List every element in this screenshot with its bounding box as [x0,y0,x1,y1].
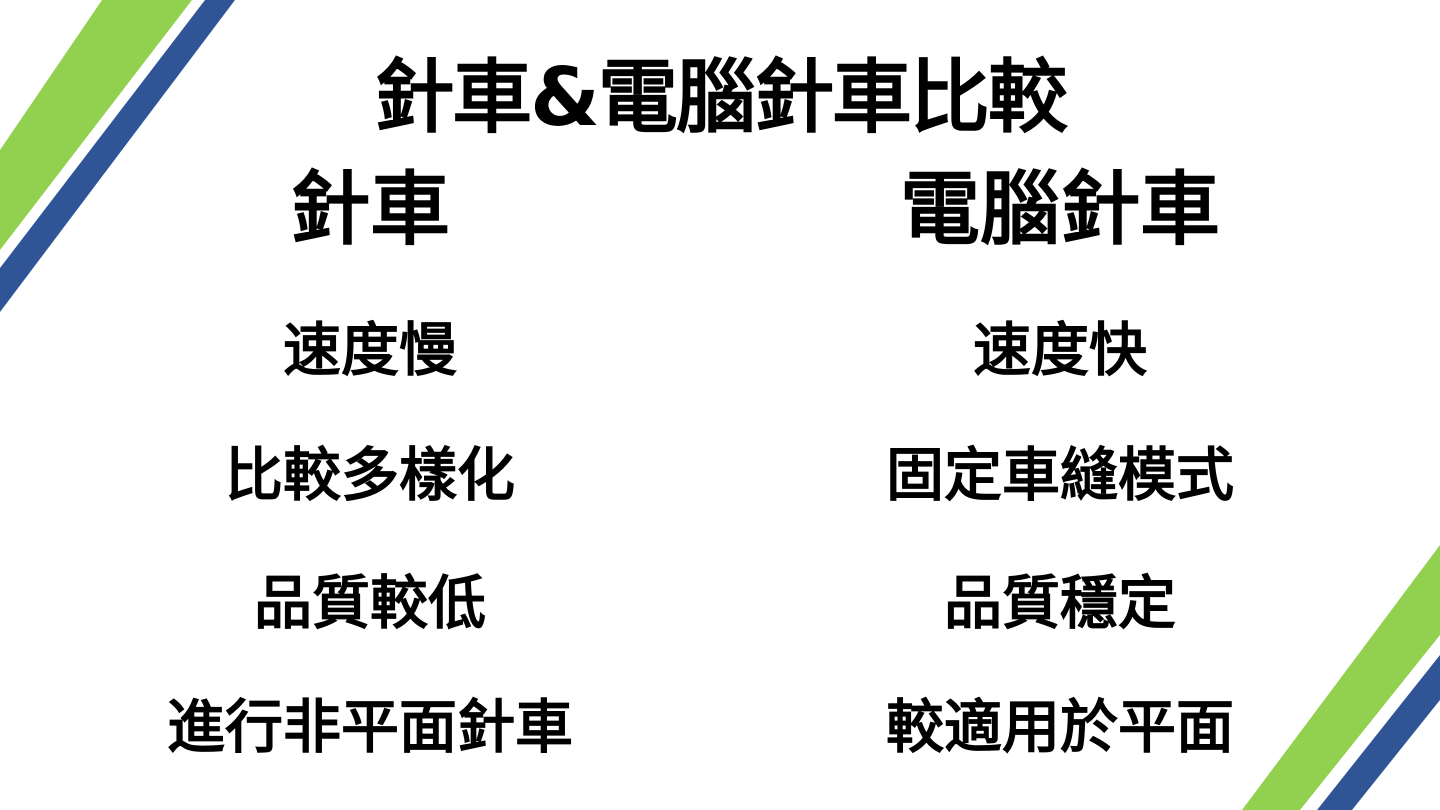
right-item-quality: 品質穩定 [943,569,1176,637]
slide-title: 針車&電腦針車比較 [374,51,1068,144]
left-item-quality: 品質較低 [253,569,486,637]
sewing-machine-heading: 針車 [290,163,450,256]
top-left-blue-stripe [0,0,235,312]
left-item-variety: 比較多樣化 [224,441,515,509]
left-item-usage: 進行非平面針車 [166,693,573,761]
computer-sewing-machine-column: 電腦針車 速度快 固定車縫模式 品質穩定 較適用於平面 [720,0,1400,810]
bottom-right-blue-stripe [1317,655,1440,810]
left-item-speed: 速度慢 [282,316,457,384]
sewing-machine-column: 針車 速度慢 比較多樣化 品質較低 進行非平面針車 [166,163,573,761]
top-left-green-stripe [0,0,192,250]
bottom-right-green-stripe [1242,545,1440,810]
right-item-mode: 固定車縫模式 [885,441,1234,509]
right-item-usage: 較適用於平面 [885,693,1234,761]
right-item-speed: 速度快 [972,316,1147,384]
computer-sewing-machine-heading: 電腦針車 [900,163,1220,256]
